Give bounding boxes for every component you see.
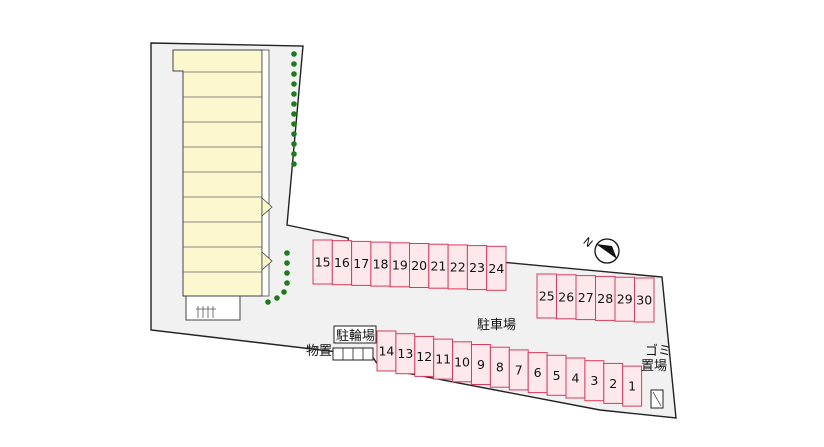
parking-stall: 15 bbox=[312, 239, 333, 285]
stall-number: 28 bbox=[597, 291, 613, 306]
parking-stall: 12 bbox=[414, 335, 435, 377]
parking-stall: 11 bbox=[433, 338, 454, 380]
storage-label: 物置 bbox=[306, 344, 332, 359]
parking-stall: 2 bbox=[603, 362, 624, 404]
tree-icon bbox=[291, 121, 297, 127]
parking-stall: 1 bbox=[622, 365, 643, 407]
apartment-building bbox=[172, 49, 273, 321]
stall-number: 27 bbox=[578, 290, 594, 305]
tree-icon bbox=[265, 299, 271, 305]
tree-icon bbox=[291, 111, 297, 117]
stall-number: 19 bbox=[392, 257, 408, 272]
stall-number: 29 bbox=[617, 292, 633, 307]
tree-icon bbox=[274, 295, 280, 301]
tree-icon bbox=[291, 161, 297, 167]
stall-number: 12 bbox=[416, 349, 432, 364]
stall-number: 2 bbox=[609, 376, 617, 391]
stall-number: 18 bbox=[373, 257, 389, 272]
tree-icon bbox=[284, 270, 290, 276]
parking-stall: 5 bbox=[546, 354, 567, 396]
stall-number: 21 bbox=[430, 259, 446, 274]
tree-icon bbox=[291, 101, 297, 107]
tree-row-east bbox=[291, 51, 297, 167]
tree-icon bbox=[291, 151, 297, 157]
garbage-label-line1: ゴミ bbox=[645, 343, 671, 359]
bicycle-parking-label: 駐輪場 bbox=[336, 328, 375, 344]
parking-stall: 13 bbox=[395, 333, 416, 375]
parking-stall: 24 bbox=[486, 245, 507, 291]
parking-stall: 18 bbox=[370, 241, 391, 287]
parking-stall: 21 bbox=[428, 243, 449, 289]
stall-number: 30 bbox=[636, 293, 652, 308]
tree-icon bbox=[291, 131, 297, 137]
stall-number: 11 bbox=[435, 352, 451, 367]
stall-number: 13 bbox=[397, 346, 413, 361]
stall-number: 1 bbox=[628, 379, 636, 394]
stall-number: 8 bbox=[496, 360, 504, 375]
parking-stall: 7 bbox=[508, 349, 529, 391]
stall-number: 9 bbox=[477, 357, 485, 372]
stall-number: 22 bbox=[450, 259, 466, 274]
tree-icon bbox=[291, 51, 297, 57]
tree-icon bbox=[291, 71, 297, 77]
parking-stall: 6 bbox=[527, 352, 548, 394]
stall-number: 17 bbox=[353, 256, 369, 271]
tree-icon bbox=[291, 91, 297, 97]
parking-stall: 22 bbox=[447, 244, 468, 290]
parking-stall: 9 bbox=[471, 344, 491, 385]
parking-stall: 14 bbox=[376, 330, 397, 372]
storage-shed: 物置 bbox=[306, 344, 374, 361]
stall-number: 25 bbox=[539, 289, 555, 304]
tree-row-south bbox=[265, 250, 290, 305]
stall-number: 14 bbox=[378, 344, 394, 359]
tree-icon bbox=[291, 81, 297, 87]
parking-stall: 27 bbox=[575, 275, 596, 321]
bicycle-parking: 駐輪場 bbox=[333, 325, 377, 344]
stall-number: 3 bbox=[590, 373, 598, 388]
tree-icon bbox=[284, 250, 290, 256]
tree-icon bbox=[291, 141, 297, 147]
parking-stall: 20 bbox=[409, 243, 430, 288]
tree-icon bbox=[291, 61, 297, 67]
parking-label: 駐車場 bbox=[477, 318, 516, 333]
parking-stall: 28 bbox=[595, 275, 616, 321]
parking-stall: 29 bbox=[614, 276, 635, 322]
north-arrow-icon: N bbox=[580, 235, 620, 264]
parking-stall: 17 bbox=[351, 240, 372, 286]
stall-number: 20 bbox=[411, 258, 427, 273]
stall-number: 24 bbox=[488, 261, 504, 276]
garbage-label-line2: 置場 bbox=[641, 359, 667, 374]
stall-number: 23 bbox=[469, 260, 485, 275]
parking-stall: 8 bbox=[489, 346, 510, 388]
tree-icon bbox=[281, 289, 287, 295]
stall-number: 16 bbox=[334, 255, 350, 270]
tree-icon bbox=[284, 260, 290, 266]
parking-stall: 30 bbox=[634, 277, 655, 323]
parking-stall: 3 bbox=[584, 360, 605, 402]
parking-stall: 4 bbox=[565, 357, 586, 399]
stall-number: 5 bbox=[553, 368, 561, 383]
stall-number: 4 bbox=[571, 371, 579, 386]
stall-number: 10 bbox=[454, 354, 470, 369]
tree-icon bbox=[284, 280, 290, 286]
north-label: N bbox=[580, 235, 595, 250]
parking-stall: 16 bbox=[331, 240, 353, 286]
parking-stall: 25 bbox=[536, 273, 557, 319]
garbage-area: ゴミ 置場 bbox=[641, 343, 671, 409]
stall-number: 15 bbox=[315, 255, 331, 270]
stall-number: 6 bbox=[534, 365, 542, 380]
parking-stall: 23 bbox=[466, 245, 488, 291]
stall-number: 7 bbox=[515, 362, 523, 377]
parking-stall: 19 bbox=[389, 242, 411, 288]
parking-stall: 26 bbox=[556, 274, 577, 320]
stall-number: 26 bbox=[558, 289, 574, 304]
parking-stall: 10 bbox=[452, 341, 473, 383]
